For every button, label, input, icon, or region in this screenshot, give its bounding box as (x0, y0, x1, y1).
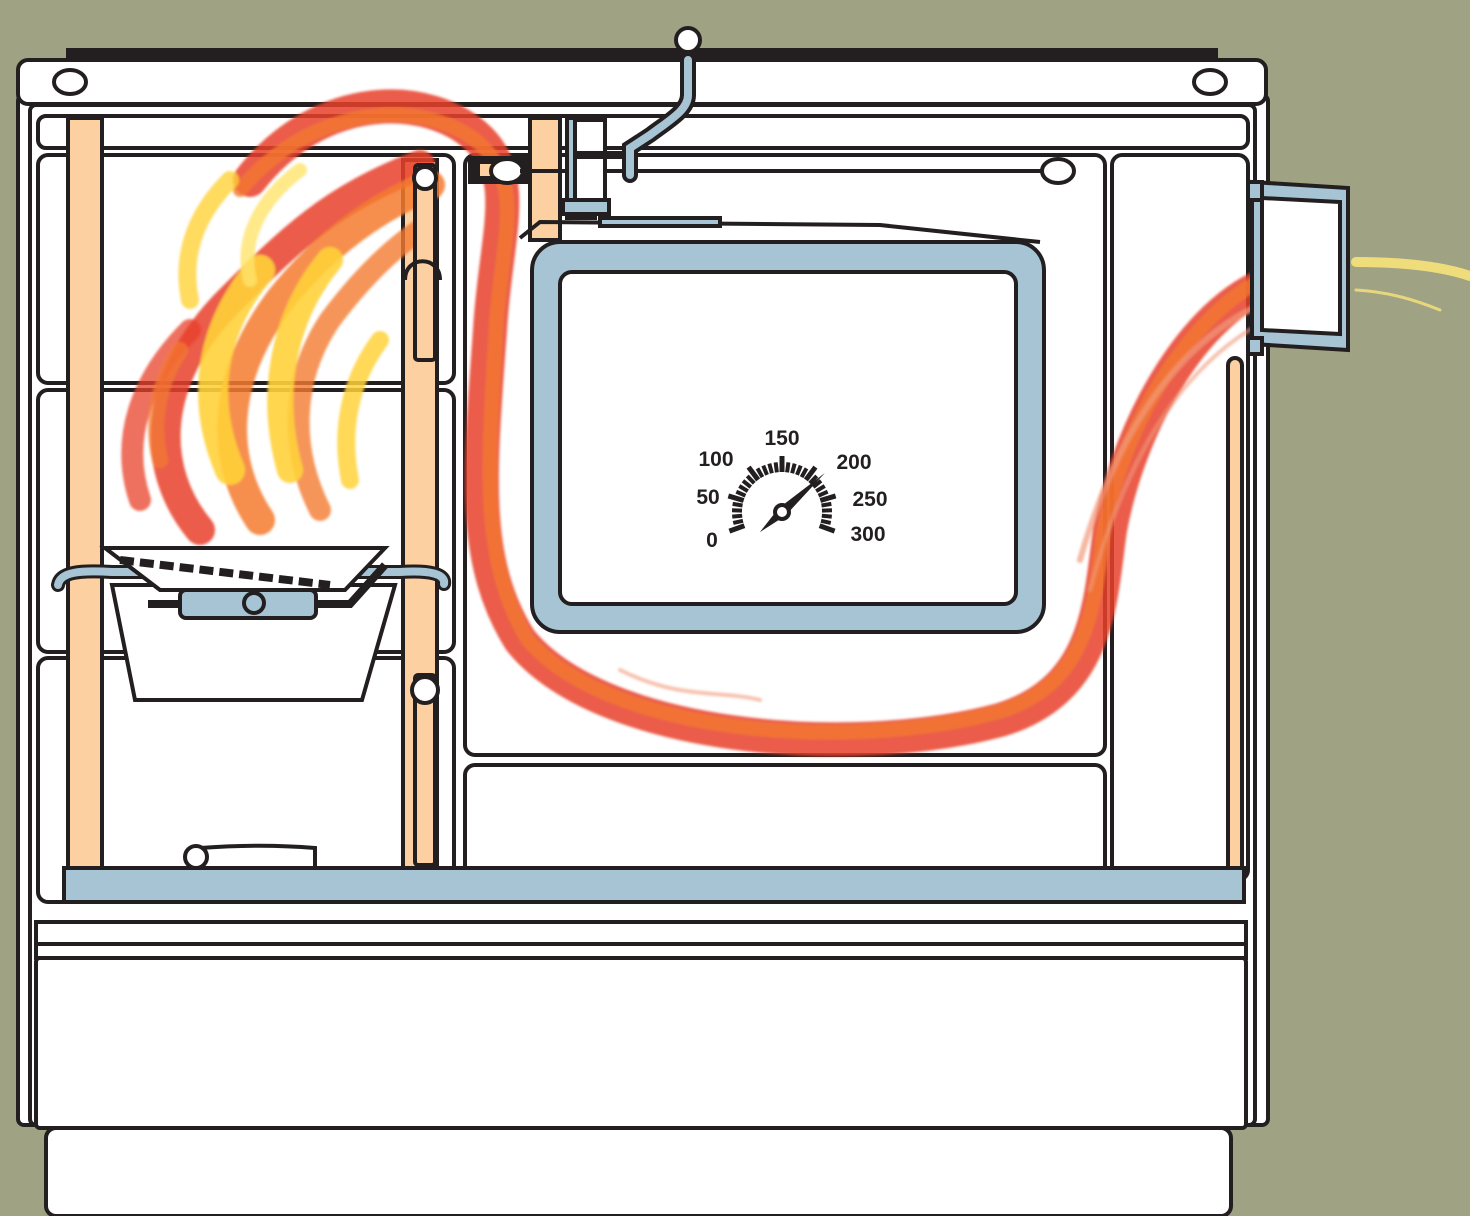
storage-drawer (36, 958, 1246, 1128)
wood-strip-right (1228, 358, 1242, 876)
thermometer-tick (792, 464, 795, 474)
wood-strip-left (68, 118, 102, 874)
thermometer-label-250: 250 (852, 488, 887, 511)
thermometer-label-50: 50 (696, 486, 719, 509)
thermometer-tick (732, 516, 742, 517)
thermometer-hub (775, 505, 789, 519)
cooktop-rail (18, 60, 1266, 104)
flue-pipe (1248, 182, 1348, 354)
rail-knob-left (54, 70, 86, 94)
thermometer-tick (733, 521, 743, 523)
base-drawer (46, 1128, 1231, 1216)
plinth-rail-upper (36, 922, 1246, 944)
thermometer-tick (733, 504, 743, 506)
thermometer-label-150: 150 (764, 427, 799, 450)
lower-oven-panel (465, 765, 1105, 880)
thermometer-tick (776, 462, 777, 472)
rail-knob-right (1194, 70, 1226, 94)
thermometer-tick (821, 521, 831, 523)
thermometer-label-300: 300 (850, 523, 885, 546)
thermometer-tick (787, 462, 788, 472)
ash-door-handle (185, 846, 315, 868)
thermometer-label-100: 100 (698, 448, 733, 471)
thermometer-label-0: 0 (706, 529, 718, 552)
plinth-rail-lower (36, 944, 1246, 958)
thermometer-label-200: 200 (836, 451, 871, 474)
exhaust-smoke (1356, 262, 1470, 310)
thermometer-tick (822, 516, 832, 517)
base-steel-plate (64, 868, 1244, 902)
thermometer-tick (769, 464, 772, 474)
thermometer-tick (821, 504, 831, 506)
